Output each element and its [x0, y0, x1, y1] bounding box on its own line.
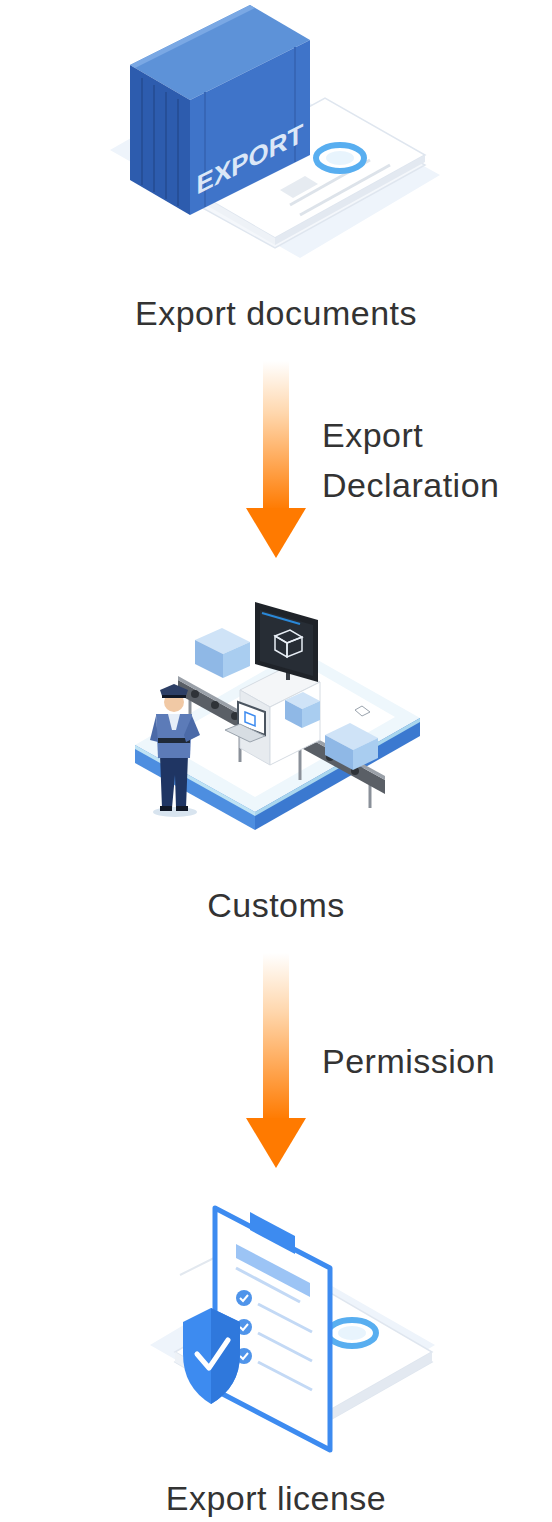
- license-illustration-part: [258, 1362, 312, 1390]
- license-illustration-part: [183, 1308, 240, 1404]
- customs-illustration-part: [262, 613, 300, 624]
- step-label: Export documents: [135, 291, 417, 335]
- customs-illustration-part: [176, 806, 188, 811]
- customs-illustration-part: [285, 700, 302, 728]
- shipping-container-part: [165, 92, 167, 199]
- license-illustration-part: [250, 1212, 295, 1254]
- arrow-label: Export Declaration: [322, 410, 532, 510]
- container-lettering: EXPORT: [197, 118, 304, 201]
- customs-illustration-part: [255, 602, 318, 682]
- license-illustration-part: [258, 1333, 312, 1361]
- license-illustration-part: [236, 1290, 252, 1306]
- customs-illustration-part: [260, 610, 313, 676]
- customs-illustration-part: [287, 637, 302, 657]
- step-label: Export license: [166, 1476, 387, 1520]
- flow-arrow: [246, 361, 306, 558]
- customs-illustration-part: [369, 785, 372, 808]
- customs-illustration-part: [135, 745, 255, 830]
- shipping-container: EXPORT: [130, 5, 310, 215]
- customs-illustration-part: [270, 682, 320, 765]
- customs-illustration-part: [135, 650, 420, 812]
- customs-illustration-part: [135, 745, 255, 816]
- customs-illustration-part: [184, 716, 200, 742]
- arrow-head: [246, 508, 306, 558]
- documents-illustration-part: [316, 145, 364, 171]
- illustrated-step: Export license: [76, 1200, 476, 1520]
- customs-illustration-part: [245, 712, 255, 726]
- shipping-container-part: [153, 85, 155, 192]
- arrow-head: [246, 1118, 306, 1168]
- shipping-container-part: [190, 40, 310, 215]
- customs-illustration-part: [195, 640, 223, 678]
- customs-illustration-part: [160, 755, 188, 808]
- illustrated-step: Export documents: [76, 0, 476, 335]
- arrow-label: Permission: [322, 1036, 495, 1086]
- shipping-container-part: [130, 65, 190, 215]
- customs-illustration-part: [160, 684, 188, 696]
- license-illustration-part: [197, 1340, 228, 1368]
- license-illustration: [150, 1208, 435, 1450]
- customs-illustration-part: [160, 662, 395, 797]
- shipping-container-part: [177, 99, 179, 206]
- license-illustration-part: [240, 1295, 248, 1301]
- license-illustration-part: [328, 1320, 376, 1346]
- customs-illustration-part: [150, 716, 158, 742]
- customs-illustration-part: [223, 642, 250, 678]
- customs-illustration-part: [325, 735, 353, 770]
- customs-illustration-part: [162, 695, 186, 698]
- documents-illustration-part: [280, 176, 318, 198]
- customs-illustration-part: [275, 630, 302, 643]
- license-illustration-part: [338, 1326, 366, 1340]
- step-label: Customs: [207, 883, 345, 927]
- shipping-container-part: [141, 78, 143, 185]
- license-illustration-part: [240, 1324, 248, 1330]
- flow-arrow: [246, 953, 306, 1168]
- customs-illustration-part: [355, 706, 370, 716]
- illustrated-step: Customs: [76, 590, 476, 927]
- license-illustration-part: [236, 1268, 300, 1302]
- shipping-container-part: [130, 5, 255, 68]
- documents-illustration-part: [326, 151, 354, 165]
- arrow-shaft: [263, 361, 289, 510]
- customs-illustration-part: [211, 701, 219, 709]
- customs-illustration-part: [353, 738, 378, 770]
- customs-illustration-part: [168, 714, 180, 730]
- customs-illustration-part: [191, 690, 199, 698]
- customs-illustration-part: [160, 806, 172, 811]
- license-illustration-part: [240, 1353, 248, 1359]
- license-illustration-part: [258, 1304, 312, 1332]
- customs-illustration-part: [302, 701, 320, 728]
- arrow-shaft: [263, 953, 289, 1120]
- customs-illustration: [135, 602, 420, 830]
- customs-illustration-part: [275, 636, 287, 657]
- customs-illustration-part: [153, 807, 197, 817]
- customs-illustration-part: [225, 724, 265, 742]
